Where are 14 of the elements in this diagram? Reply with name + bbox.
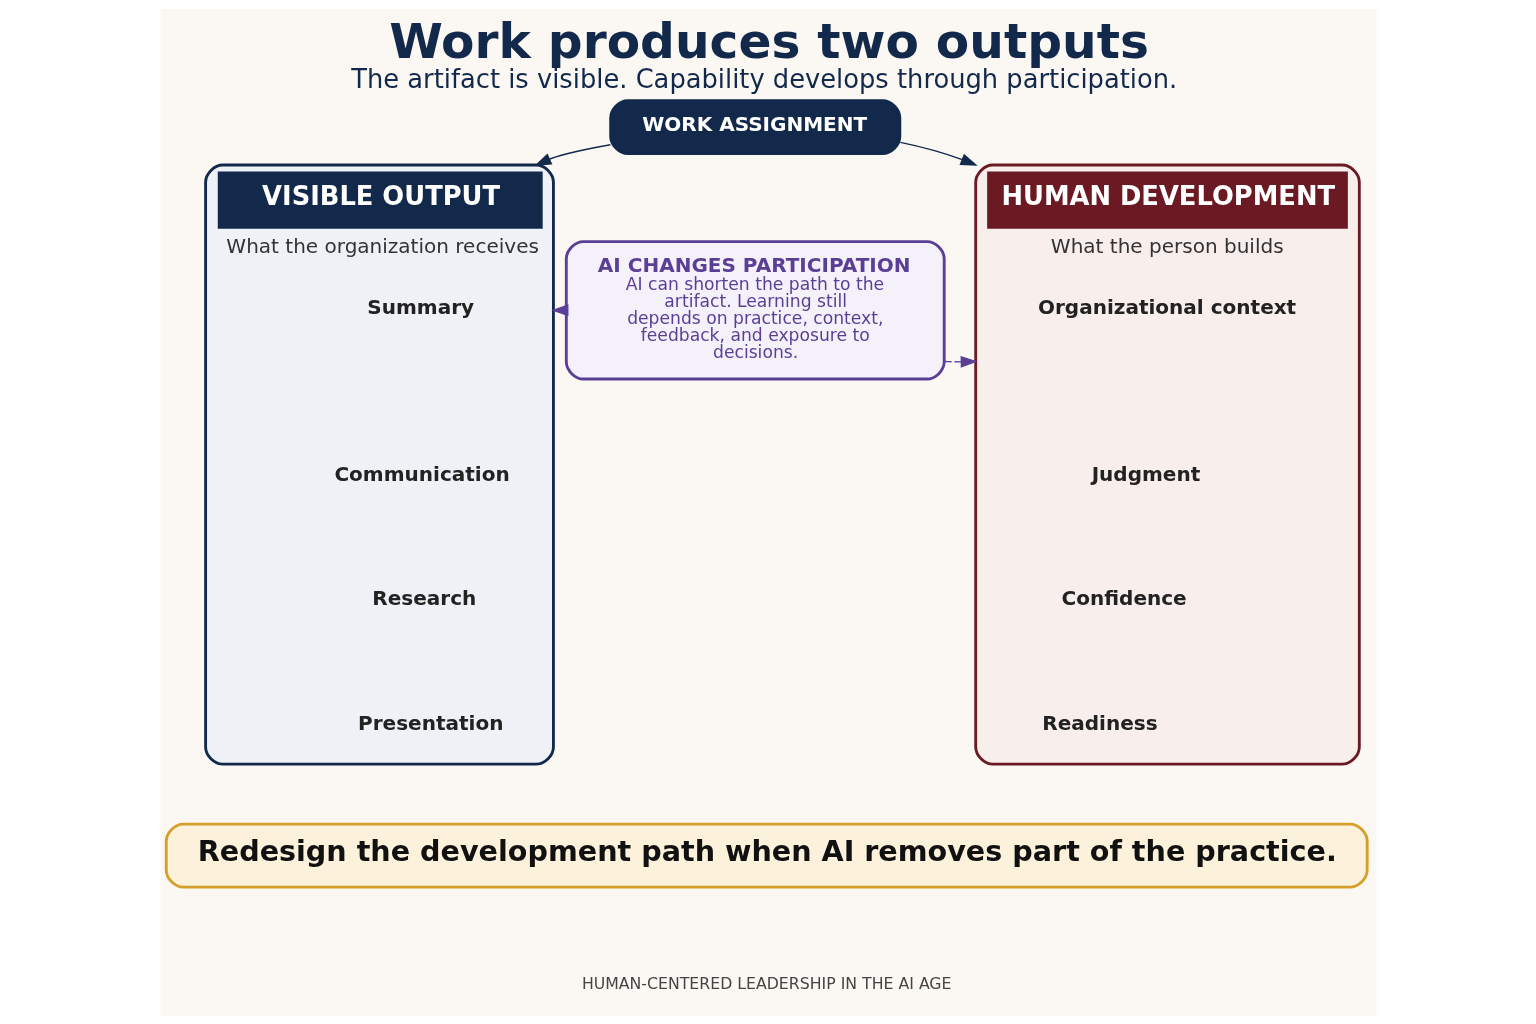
node-text: Summary (366, 294, 474, 319)
node-text: Research (371, 585, 476, 610)
node-text: Presentation (357, 710, 503, 735)
node-text: Judgment (1091, 461, 1200, 486)
node-box: Redesign the development path when AI removes part of the practice. (164, 822, 1369, 889)
label: HUMAN-CENTERED LEADERSHIP IN THE AI AGE (581, 973, 952, 993)
node-text: Communication (333, 461, 510, 486)
node-box: WORK ASSIGNMENT (608, 98, 901, 155)
node-text: Confidence (1061, 585, 1187, 610)
arrow (943, 355, 978, 368)
arrow (533, 143, 611, 166)
node-text: Organizational context (1037, 294, 1296, 319)
arrow (899, 141, 978, 166)
node-text: Readiness (1041, 710, 1158, 735)
